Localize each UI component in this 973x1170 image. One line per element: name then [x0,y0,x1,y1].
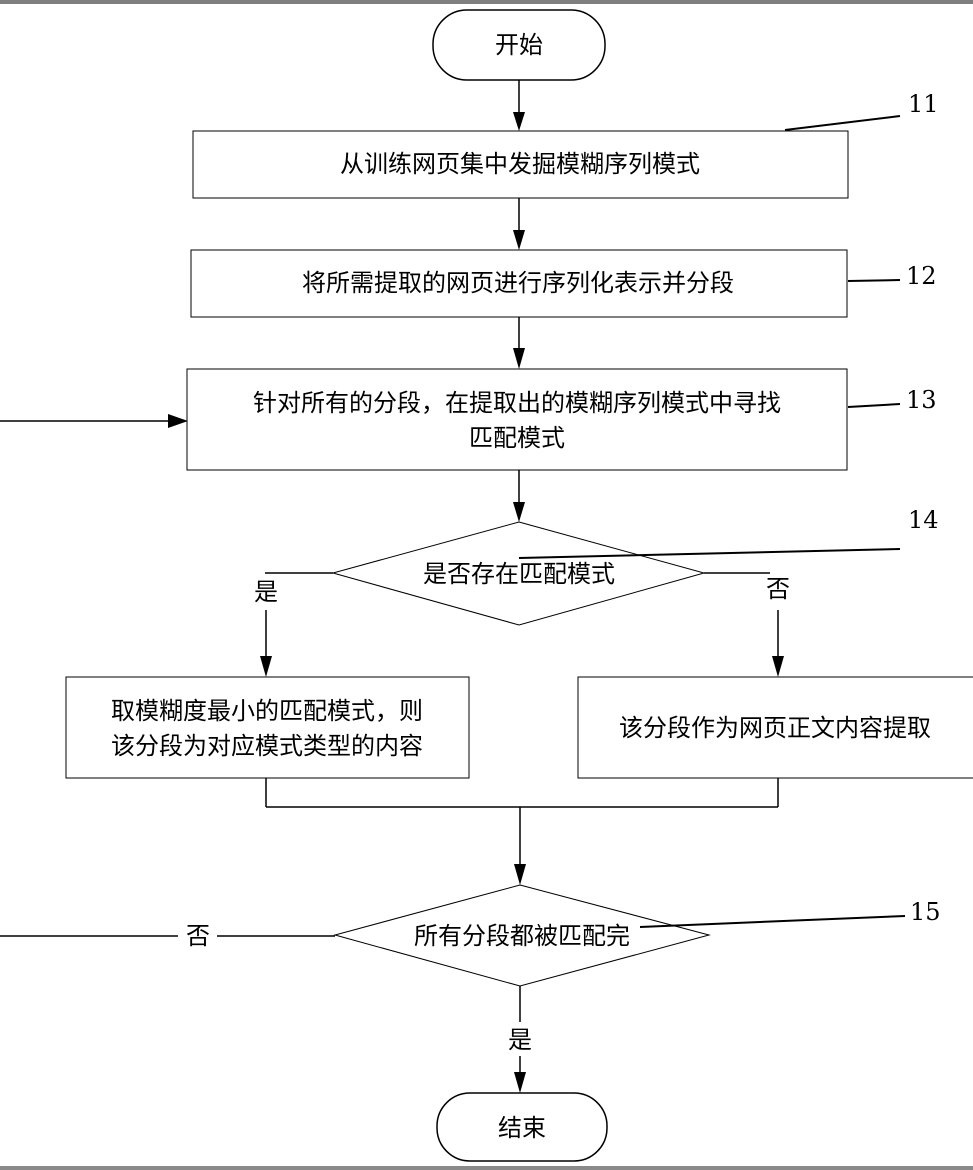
arrowhead-icon [514,864,526,885]
ref-number-15: 15 [910,898,941,926]
process-step-11: 从训练网页集中发掘模糊序列模式 [192,130,849,199]
start-label: 开始 [495,31,543,59]
decision-14: 是否存在匹配模式 [331,521,706,626]
arrowhead-icon [513,112,525,131]
arrowhead-icon [260,656,272,677]
arrowhead-icon [513,502,525,522]
top-border [0,0,973,4]
bottom-border [0,1166,973,1170]
arrowhead-icon [168,414,188,428]
decision-15: 所有分段都被匹配完 [333,884,711,987]
leader-line-12 [847,279,901,282]
leader-line-15 [639,915,906,928]
process-no-box: 该分段作为网页正文内容提取 [577,676,973,779]
end-label: 结束 [498,1114,546,1142]
process-step-13: 针对所有的分段，在提取出的模糊序列模式中寻找 匹配模式 [186,368,848,471]
yes-box-label-line2: 该分段为对应模式类型的内容 [111,732,423,760]
process-yes-box: 取模糊度最小的匹配模式，则 该分段为对应模式类型的内容 [65,676,470,779]
step-12-label: 将所需提取的网页进行序列化表示并分段 [302,269,734,297]
edge-label-15-yes: 是 [508,1026,532,1054]
leader-line-14 [518,548,901,559]
leader-line-11 [784,115,901,131]
ref-number-12: 12 [906,262,937,290]
edge-label-15-no: 否 [186,922,210,950]
arrowhead-icon [513,230,525,250]
leader-line-13 [847,403,901,408]
decision-15-label: 所有分段都被匹配完 [414,922,630,950]
step-11-label: 从训练网页集中发掘模糊序列模式 [340,150,700,178]
edge-label-14-no: 否 [766,575,790,603]
ref-number-13: 13 [906,386,937,414]
step-13-label-line1: 针对所有的分段，在提取出的模糊序列模式中寻找 [253,389,781,417]
start-node: 开始 [432,9,606,81]
step-13-label-line2: 匹配模式 [469,424,565,452]
ref-number-14: 14 [908,506,939,534]
decision-14-label: 是否存在匹配模式 [423,560,615,588]
arrowhead-icon [772,656,784,677]
edge-label-14-yes: 是 [254,578,278,606]
no-box-label: 该分段作为网页正文内容提取 [619,714,931,742]
end-node: 结束 [436,1092,608,1162]
arrowhead-icon [513,348,525,369]
process-step-12: 将所需提取的网页进行序列化表示并分段 [190,249,848,318]
ref-number-11: 11 [908,90,939,118]
arrowhead-icon [514,1072,526,1093]
yes-box-label-line1: 取模糊度最小的匹配模式，则 [111,697,423,725]
